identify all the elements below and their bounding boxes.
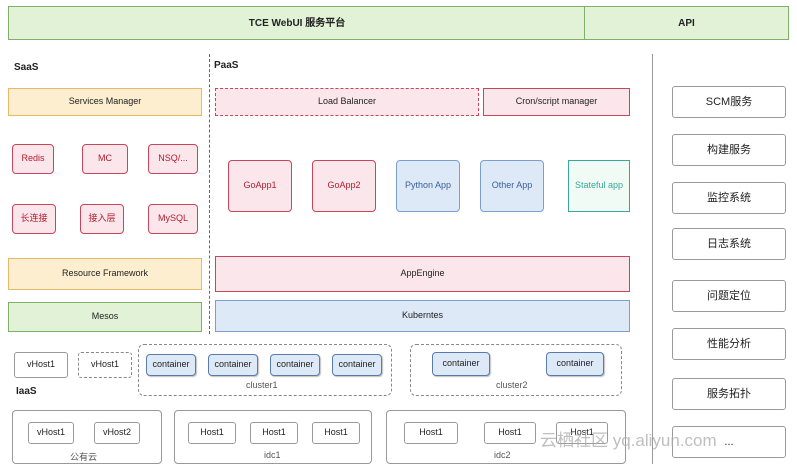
iaas-host: Host1: [312, 422, 360, 444]
iaas-group-public-cloud: [12, 410, 162, 464]
app-python: Python App: [396, 160, 460, 212]
cluster2-label: cluster2: [496, 380, 528, 390]
service-redis: Redis: [12, 144, 54, 174]
mesos: Mesos: [8, 302, 202, 332]
sidebar-item-more: ...: [672, 426, 786, 458]
sidebar-item-monitoring: 监控系统: [672, 182, 786, 214]
sidebar-item-troubleshooting: 问题定位: [672, 280, 786, 312]
watermark: 云栖社区 yq.aliyun.com: [540, 431, 717, 450]
app-goapp2: GoApp2: [312, 160, 376, 212]
iaas-host: Host1: [404, 422, 458, 444]
sidebar-divider: [652, 54, 653, 464]
cluster2-group: [410, 344, 622, 396]
service-mc: MC: [82, 144, 128, 174]
container: container: [270, 354, 320, 376]
iaas-host: Host1: [556, 422, 608, 444]
cluster1-label: cluster1: [246, 380, 278, 390]
iaas-host: Host1: [250, 422, 298, 444]
header-api: API: [584, 6, 789, 40]
app-goapp1: GoApp1: [228, 160, 292, 212]
paas-label: PaaS: [214, 60, 239, 71]
vhost-box: vHost1: [78, 352, 132, 378]
service-long-connection: 长连接: [12, 204, 56, 234]
iaas-group-label: idc2: [494, 450, 511, 460]
sidebar-item-topology: 服务拓扑: [672, 378, 786, 410]
vhost-box: vHost1: [14, 352, 68, 378]
iaas-group-idc1: [174, 410, 372, 464]
iaas-host: vHost1: [28, 422, 74, 444]
services-manager: Services Manager: [8, 88, 202, 116]
saas-paas-divider: [209, 54, 210, 334]
container: container: [146, 354, 196, 376]
app-other: Other App: [480, 160, 544, 212]
iaas-host: Host1: [188, 422, 236, 444]
sidebar-item-scm: SCM服务: [672, 86, 786, 118]
saas-label: SaaS: [14, 62, 39, 73]
iaas-label: IaaS: [16, 386, 37, 397]
header-title: TCE WebUI 服务平台: [8, 6, 586, 40]
resource-framework: Resource Framework: [8, 258, 202, 290]
container: container: [208, 354, 258, 376]
load-balancer: Load Balancer: [215, 88, 479, 116]
app-engine: AppEngine: [215, 256, 630, 292]
container: container: [332, 354, 382, 376]
container: container: [432, 352, 490, 376]
sidebar-item-logging: 日志系统: [672, 228, 786, 260]
service-nsq: NSQ/...: [148, 144, 198, 174]
sidebar-item-performance: 性能分析: [672, 328, 786, 360]
cron-script-manager: Cron/script manager: [483, 88, 630, 116]
container: container: [546, 352, 604, 376]
cluster1-group: [138, 344, 392, 396]
iaas-group-label: idc1: [264, 450, 281, 460]
iaas-group-label: 公有云: [70, 452, 98, 462]
app-stateful: Stateful app: [568, 160, 630, 212]
iaas-host: vHost2: [94, 422, 140, 444]
iaas-group-idc2: [386, 410, 626, 464]
service-access-layer: 接入层: [80, 204, 124, 234]
service-mysql: MySQL: [148, 204, 198, 234]
sidebar-item-build: 构建服务: [672, 134, 786, 166]
iaas-host: Host1: [484, 422, 536, 444]
kubernetes: Kuberntes: [215, 300, 630, 332]
